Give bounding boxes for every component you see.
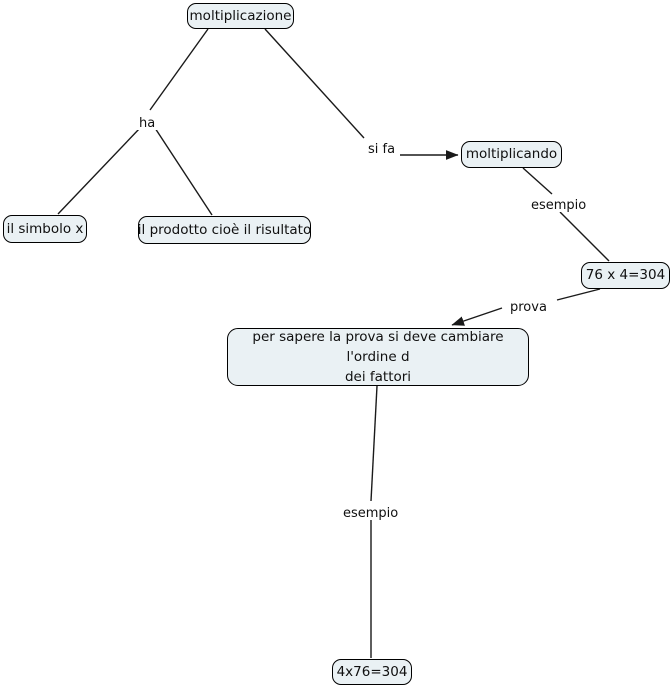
edge-root-to-sifa xyxy=(264,28,365,139)
edge-root-to-ha xyxy=(149,28,209,111)
node-il-prodotto-cioe-il-risultato[interactable]: il prodotto cioè il risultato xyxy=(138,216,311,244)
edge-provabox-to-esempio-bottom xyxy=(370,385,378,502)
edge-moltiplicando-to-esempio-top xyxy=(522,167,553,195)
node-il-simbolo-x[interactable]: il simbolo x xyxy=(3,215,87,243)
edge-ha-to-prodotto xyxy=(154,127,213,216)
node-label-line-1: per sapere la prova si deve cambiare l'o… xyxy=(252,328,504,365)
edge-label-esempio-top: esempio xyxy=(529,198,589,213)
edge-label-esempio-bottom: esempio xyxy=(341,506,401,521)
node-esempio-76x4[interactable]: 76 x 4=304 xyxy=(581,262,670,289)
node-label: moltiplicando xyxy=(465,146,558,163)
edge-label-ha: ha xyxy=(137,116,158,131)
node-label-line-2: dei fattori xyxy=(344,369,412,386)
edge-result1-to-prova xyxy=(556,288,601,301)
edge-esempio-top-to-result1 xyxy=(559,211,610,262)
node-esempio-4x76[interactable]: 4x76=304 xyxy=(332,659,412,685)
node-label: il simbolo x xyxy=(6,220,84,237)
node-moltiplicazione[interactable]: moltiplicazione xyxy=(187,3,294,29)
node-label: il prodotto cioè il risultato xyxy=(137,221,312,238)
edge-label-prova: prova xyxy=(508,300,549,315)
edge-prova-to-provabox xyxy=(451,307,503,326)
node-moltiplicando[interactable]: moltiplicando xyxy=(461,141,562,168)
node-prova-regola[interactable]: per sapere la prova si deve cambiare l'o… xyxy=(227,328,529,386)
edge-ha-to-simbolo xyxy=(57,127,141,215)
node-label: moltiplicazione xyxy=(189,7,292,24)
node-label: 76 x 4=304 xyxy=(585,267,666,284)
edge-label-si-fa: si fa xyxy=(366,142,398,157)
node-label: 4x76=304 xyxy=(336,663,408,680)
